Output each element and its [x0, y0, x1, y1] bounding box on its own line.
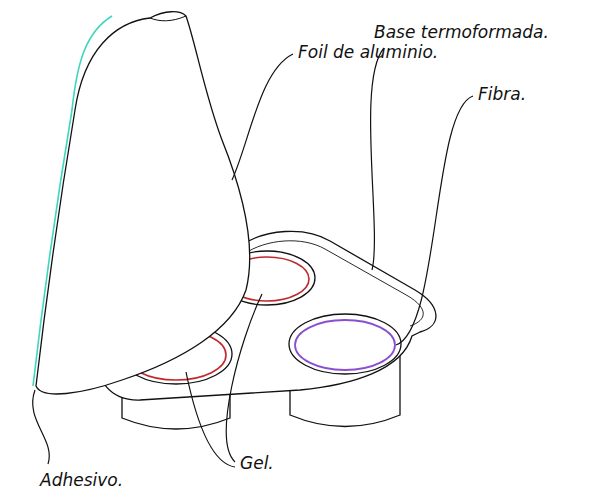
part-label: Fibra.	[478, 84, 526, 104]
leader-line	[396, 96, 473, 345]
leader-line	[371, 48, 384, 270]
part-label: Adhesivo.	[40, 470, 123, 490]
adhesive-line	[33, 16, 112, 386]
part-label: Gel.	[240, 453, 274, 473]
leader-line	[33, 390, 50, 464]
aluminium-foil	[36, 12, 250, 394]
foil-tab	[150, 16, 186, 21]
leader-line	[186, 372, 235, 467]
part-label: Base termoformada.	[374, 22, 549, 42]
leader-line	[226, 294, 262, 462]
cup-rim	[289, 314, 401, 374]
fiber-cup	[295, 320, 395, 370]
part-label: Foil de aluminio.	[298, 42, 438, 62]
leader-line	[232, 54, 293, 180]
